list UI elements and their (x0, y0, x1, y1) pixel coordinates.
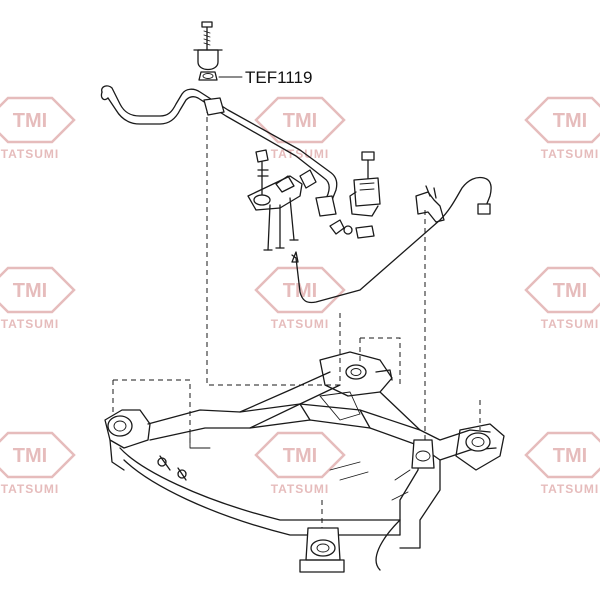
bracket-bolt-icon (201, 21, 213, 51)
tmi-watermark-logo: TMI TATSUMI (524, 96, 600, 161)
tmi-watermark-logo: TMI TATSUMI (0, 96, 76, 161)
tatsumi-brand-text: TATSUMI (541, 317, 600, 331)
tmi-watermark-logo: TMI TATSUMI (524, 266, 600, 331)
tmi-logo-text: TMI (13, 445, 47, 467)
stabilizer-link-icon (247, 149, 303, 251)
tmi-logo-text: TMI (553, 280, 587, 302)
tmi-logo-text: TMI (283, 110, 317, 132)
tatsumi-brand-text: TATSUMI (541, 482, 600, 496)
tatsumi-brand-text: TATSUMI (1, 482, 60, 496)
tmi-logo-text: TMI (13, 280, 47, 302)
tmi-watermark-logo: TMI TATSUMI (254, 431, 346, 496)
tmi-logo-text: TMI (553, 110, 587, 132)
tmi-watermark-logo: TMI TATSUMI (524, 431, 600, 496)
tmi-logo-text: TMI (553, 445, 587, 467)
watermark-layer: TMI TATSUMI TMI TATSUMI TMI TATSUMI TMI TATSUMI… (0, 96, 600, 496)
height-sensor-icon (329, 151, 381, 239)
suspension-member-icon (104, 351, 505, 573)
tatsumi-brand-text: TATSUMI (271, 482, 330, 496)
tmi-watermark-logo: TMI TATSUMI (0, 431, 76, 496)
tmi-logo-text: TMI (13, 110, 47, 132)
tatsumi-brand-text: TATSUMI (541, 147, 600, 161)
stabilizer-bushing-icon (198, 71, 218, 81)
tatsumi-brand-text: TATSUMI (1, 147, 60, 161)
assembly-leader-lines (112, 108, 481, 540)
part-number-label: TEF1119 (245, 68, 312, 87)
stabilizer-bar-icon (100, 85, 338, 217)
tatsumi-brand-text: TATSUMI (271, 317, 330, 331)
tmi-watermark-logo: TMI TATSUMI (0, 266, 76, 331)
sensor-harness-icon (291, 176, 492, 304)
tatsumi-brand-text: TATSUMI (1, 317, 60, 331)
tmi-logo-text: TMI (283, 445, 317, 467)
stabilizer-bracket-icon (193, 49, 223, 71)
